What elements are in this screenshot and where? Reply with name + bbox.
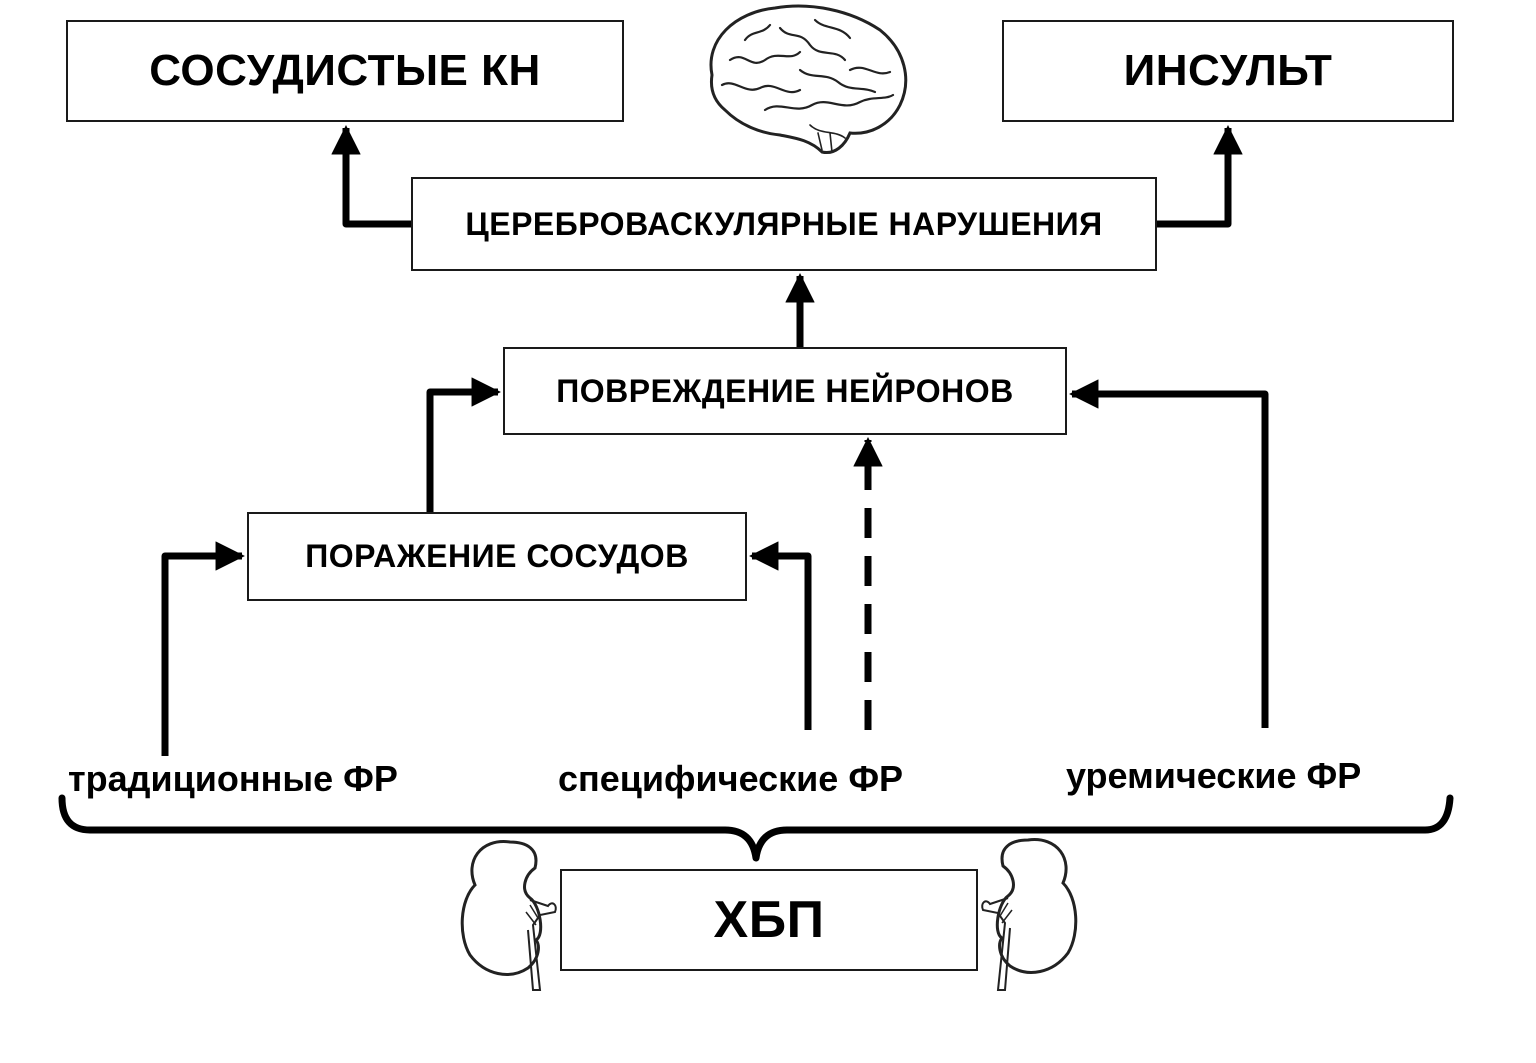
box-cerebrovascular: ЦЕРЕБРОВАСКУЛЯРНЫЕ НАРУШЕНИЯ [411,177,1157,271]
box-vessel-damage: ПОРАЖЕНИЕ СОСУДОВ [247,512,747,601]
arrow-traditional-to-vessel [161,541,245,756]
box-cerebrovascular-label: ЦЕРЕБРОВАСКУЛЯРНЫЕ НАРУШЕНИЯ [465,205,1103,242]
arrow-specific-to-vessel [749,541,812,730]
brain-icon [709,4,908,155]
label-uremic-rf: уремические ФР [1066,755,1362,796]
box-vascular-cognitive-label: СОСУДИСТЫЕ КН [149,46,541,95]
grouping-brace [58,794,1454,862]
label-traditional-rf: традиционные ФР [68,758,398,799]
arrow-vessel-to-neuron [426,377,501,514]
arrow-uremic-to-neuron [1069,379,1269,728]
label-specific-rf: специфические ФР [558,758,904,799]
box-stroke-label: ИНСУЛЬТ [1123,46,1333,95]
box-ckd: ХБП [560,869,978,971]
kidney-icon [981,838,1078,991]
box-neuron-damage-label: ПОВРЕЖДЕНИЕ НЕЙРОНОВ [556,372,1014,409]
box-neuron-damage: ПОВРЕЖДЕНИЕ НЕЙРОНОВ [503,347,1067,435]
arrow-cerebro-to-vascular-cognitive [331,125,412,228]
box-stroke: ИНСУЛЬТ [1002,20,1454,122]
box-vascular-cognitive: СОСУДИСТЫЕ КН [66,20,624,122]
arrow-cerebro-to-stroke [1156,125,1243,228]
kidney-icon [460,840,557,991]
box-vessel-damage-label: ПОРАЖЕНИЕ СОСУДОВ [305,538,689,574]
box-ckd-label: ХБП [713,891,825,949]
